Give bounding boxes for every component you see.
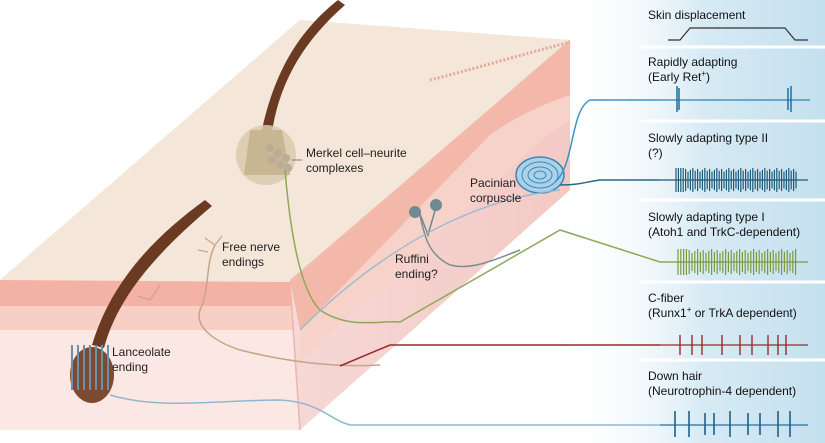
block-top-edge	[289, 39, 571, 283]
label-pacinian-line1: Pacinian	[470, 176, 517, 190]
skin-ridge-texture	[429, 40, 571, 82]
panel-background	[560, 0, 825, 443]
hair-top	[262, 0, 345, 132]
ruffini-ending-bulb-1	[409, 206, 421, 218]
free-nerve-ending-branch-2	[137, 284, 161, 301]
label-free-nerve: Free nerve endings	[222, 240, 280, 270]
label-free-line2: endings	[222, 255, 265, 269]
sa1-fiber	[284, 169, 661, 324]
trace-skin-displacement	[668, 27, 808, 41]
downhair-fiber	[109, 394, 660, 426]
label-lanceolate-line2: ending	[112, 360, 149, 374]
panel-separators	[640, 45, 825, 362]
trace-downhair	[660, 411, 808, 437]
panel-title-rapid: Rapidly adapting	[648, 55, 738, 69]
panel-title-sa1: Slowly adapting type I	[648, 210, 765, 224]
trace-sa1	[660, 249, 808, 275]
label-merkel: Merkel cell–neurite complexes	[306, 146, 407, 176]
hair-root-top	[244, 130, 290, 175]
pacinian-corpuscle-shape	[515, 156, 565, 194]
panel-skin-displacement: Skin displacement	[648, 8, 745, 23]
label-merkel-line1: Merkel cell–neurite	[306, 146, 407, 160]
sa2-fiber	[559, 179, 660, 186]
ruffini-ending-bulb-2	[430, 199, 442, 211]
panel-rapid: Rapidly adapting (Early Ret+)	[648, 55, 737, 85]
panel-downhair: Down hair (Neurotrophin-4 dependent)	[648, 369, 796, 399]
ruffini-ending-stalk	[419, 206, 437, 238]
trace-rapid	[660, 86, 810, 112]
hair-lower	[92, 200, 212, 348]
epidermis-front	[0, 280, 292, 306]
panel-sa1: Slowly adapting type I (Atoh1 and TrkC-d…	[648, 210, 800, 240]
panel-cfiber: C-fiber (Runx1+ or TrkA dependent)	[648, 291, 797, 321]
panel-title-skin-displacement: Skin displacement	[648, 8, 746, 22]
panel-subtitle-sa1: (Atoh1 and TrkC-dependent)	[648, 225, 801, 239]
panel-title-cfiber: C-fiber	[648, 291, 685, 305]
label-ruffini-line2: ending?	[395, 267, 438, 281]
panel-subtitle-rapid: (Early Ret+)	[648, 69, 711, 85]
panel-subtitle-downhair: (Neurotrophin-4 dependent)	[648, 384, 797, 398]
trace-sa2	[660, 168, 808, 192]
cfiber	[339, 344, 660, 367]
downhair-fiber-2	[299, 189, 561, 331]
rapid-fiber	[554, 99, 660, 183]
panel-subtitle-cfiber: (Runx1+ or TrkA dependent)	[648, 305, 797, 321]
dermis-front-upper	[0, 306, 294, 330]
lanceolate-ending-palisade	[71, 345, 109, 390]
label-lanceolate-line1: Lanceolate	[112, 345, 171, 359]
panel-sa2: Slowly adapting type II (?)	[648, 131, 768, 161]
label-ruffini: Ruffini ending?	[395, 252, 438, 282]
block-edge	[289, 281, 301, 431]
panel-title-downhair: Down hair	[648, 369, 703, 383]
epidermis-right	[290, 40, 570, 330]
label-ruffini-line1: Ruffini	[395, 252, 429, 266]
merkel-cells	[266, 144, 292, 172]
trace-cfiber	[660, 335, 808, 355]
free-nerve-ending-fiber	[198, 244, 381, 367]
panel-title-sa2: Slowly adapting type II	[648, 131, 769, 145]
label-pacinian: Pacinian corpuscle	[470, 176, 521, 206]
label-pacinian-line2: corpuscle	[470, 191, 522, 205]
dermis-upper-right	[300, 95, 570, 360]
label-lanceolate: Lanceolate ending	[112, 345, 171, 375]
label-merkel-line2: complexes	[306, 161, 364, 175]
label-free-line1: Free nerve	[222, 240, 281, 254]
panel-subtitle-sa2: (?)	[648, 146, 663, 160]
ruffini-fiber	[419, 214, 521, 268]
free-nerve-ending-branches	[197, 235, 223, 253]
